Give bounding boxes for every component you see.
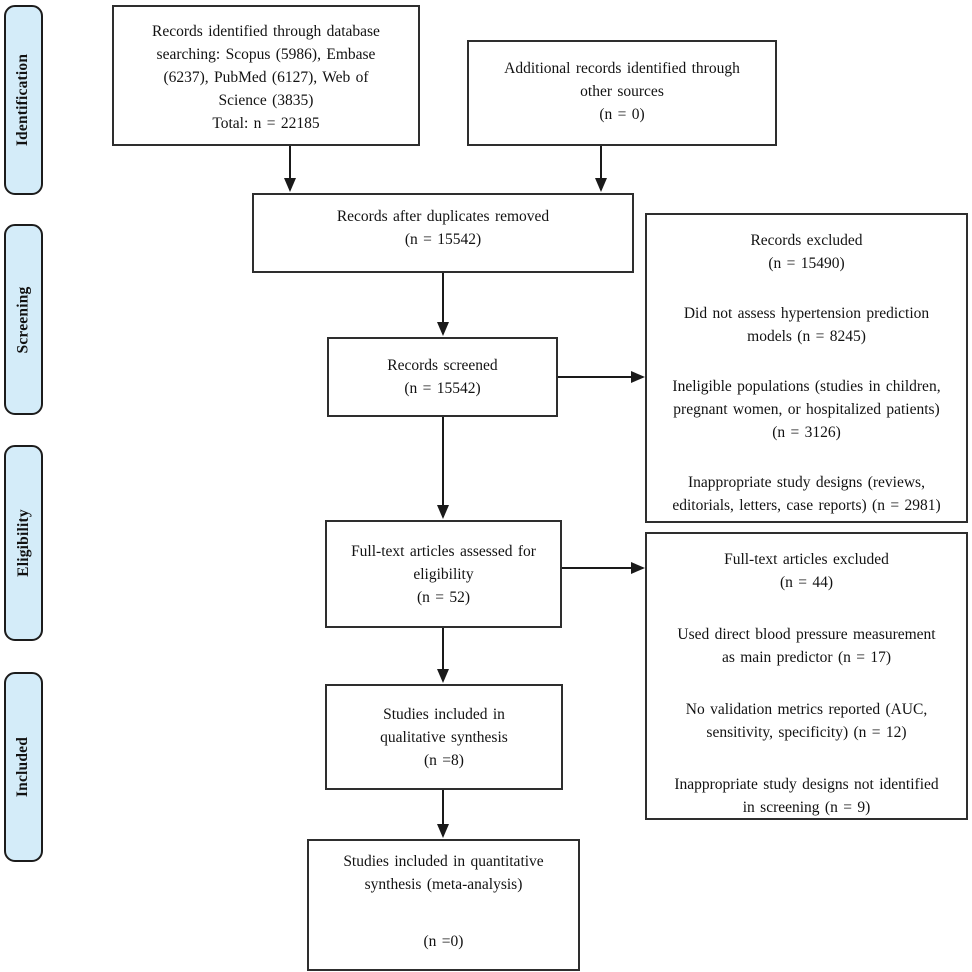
records-excluded-header: Records excluded (n = 15490): [750, 232, 863, 272]
records-excluded-reason-3: Inappropriate study designs (reviews, ed…: [672, 474, 941, 514]
box-records-excluded: Records excluded (n = 15490) Did not ass…: [645, 213, 968, 523]
stage-label-eligibility: Eligibility: [4, 445, 43, 641]
stage-label-included-text: Included: [14, 736, 32, 798]
stage-label-included: Included: [4, 672, 43, 862]
stage-label-screening: Screening: [4, 224, 43, 415]
records-excluded-reason-2: Ineligible populations (studies in child…: [672, 378, 941, 441]
stage-label-identification-text: Identification: [14, 53, 32, 147]
fulltext-excluded-reason-1: Used direct blood pressure measurement a…: [677, 626, 936, 666]
stage-label-screening-text: Screening: [14, 286, 32, 353]
fulltext-excluded-header: Full-text articles excluded (n = 44): [724, 551, 889, 591]
records-excluded-reason-1: Did not assess hypertension prediction m…: [683, 305, 930, 345]
box-fulltext-assessed: Full-text articles assessed for eligibil…: [325, 520, 562, 628]
box-records-screened: Records screened (n = 15542): [327, 337, 558, 417]
box-additional-records-other-sources: Additional records identified through ot…: [467, 40, 777, 146]
box-fulltext-excluded: Full-text articles excluded (n = 44) Use…: [645, 532, 968, 820]
quantitative-synthesis-text: Studies included in quantitative synthes…: [343, 853, 544, 893]
stage-label-eligibility-text: Eligibility: [14, 509, 32, 577]
stage-label-identification: Identification: [4, 5, 43, 195]
quantitative-synthesis-count: (n =0): [423, 933, 464, 950]
fulltext-excluded-reason-2: No validation metrics reported (AUC, sen…: [685, 701, 928, 741]
box-records-after-duplicates-removed: Records after duplicates removed (n = 15…: [252, 193, 634, 273]
box-quantitative-synthesis: Studies included in quantitative synthes…: [307, 839, 580, 971]
fulltext-excluded-reason-3: Inappropriate study designs not identifi…: [674, 776, 939, 816]
box-qualitative-synthesis: Studies included in qualitative synthesi…: [325, 684, 563, 790]
box-records-identified-database: Records identified through database sear…: [112, 5, 420, 146]
